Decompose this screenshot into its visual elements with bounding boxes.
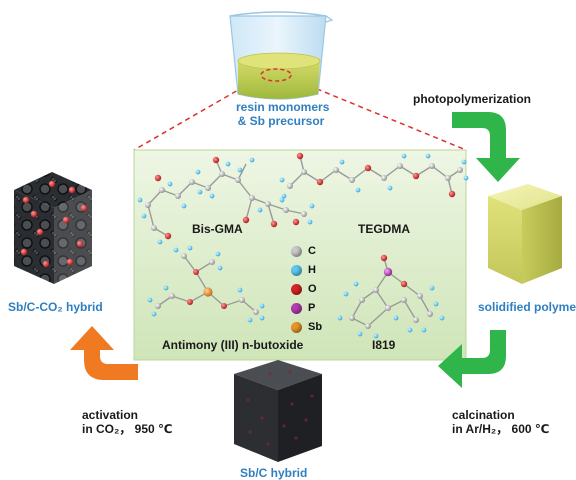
sbc-co2-label: Sb/C-CO₂ hybrid — [8, 300, 103, 314]
legend-symbol: H — [308, 264, 316, 276]
legend-symbol: Sb — [308, 321, 323, 333]
legend-symbol: O — [308, 283, 317, 295]
i819-label: I819 — [372, 338, 396, 352]
activation-line2: in CO₂， 950 ℃ — [82, 422, 173, 436]
legend-atom-h-icon — [291, 264, 302, 276]
dashed-line-left — [133, 81, 253, 151]
legend-symbol: C — [308, 245, 316, 257]
legend-atom-c-icon — [291, 245, 302, 257]
solidified-cube-icon — [488, 184, 562, 284]
arrow-photopolymerization-icon — [452, 112, 520, 182]
activation-line1: activation — [82, 408, 139, 422]
arrow-activation-icon — [70, 326, 138, 380]
calcination-line1: calcination — [452, 408, 515, 422]
porous-cube-icon — [14, 172, 92, 284]
calcination-label: calcination in Ar/H₂， 600 ℃ — [452, 408, 549, 436]
bisgma-label: Bis-GMA — [192, 222, 243, 236]
beaker-label: resin monomers & Sb precursor — [236, 100, 330, 128]
legend-item-c: C — [291, 245, 316, 257]
sbc-cube-icon — [234, 360, 322, 462]
legend-item-h: H — [291, 264, 316, 276]
legend-item-p: P — [291, 302, 315, 314]
legend-atom-p-icon — [291, 302, 302, 314]
legend-atom-o-icon — [291, 283, 302, 295]
arrow-calcination-icon — [438, 330, 506, 388]
dashed-line-right — [299, 81, 467, 151]
beaker-icon — [229, 11, 334, 100]
beaker-label-line2: & Sb precursor — [237, 114, 325, 128]
legend-item-o: O — [291, 283, 317, 295]
bisgma-molecule-icon — [147, 159, 305, 237]
legend-atom-sb-icon — [291, 321, 302, 333]
tegdma-label: TEGDMA — [358, 222, 410, 236]
photopolymerization-label: photopolymerization — [413, 92, 531, 106]
calcination-line2: in Ar/H₂， 600 ℃ — [452, 422, 550, 436]
bisgma-atoms — [145, 171, 307, 231]
antimony-label: Antimony (III) n-butoxide — [162, 338, 304, 352]
activation-label: activation in CO₂， 950 ℃ — [82, 408, 173, 436]
solidified-label: solidified polyme — [478, 300, 576, 314]
beaker-label-line1: resin monomers — [236, 100, 330, 114]
legend-symbol: P — [308, 302, 316, 314]
legend-item-sb: Sb — [291, 321, 322, 333]
sbc-hybrid-label: Sb/C hybrid — [240, 466, 308, 480]
